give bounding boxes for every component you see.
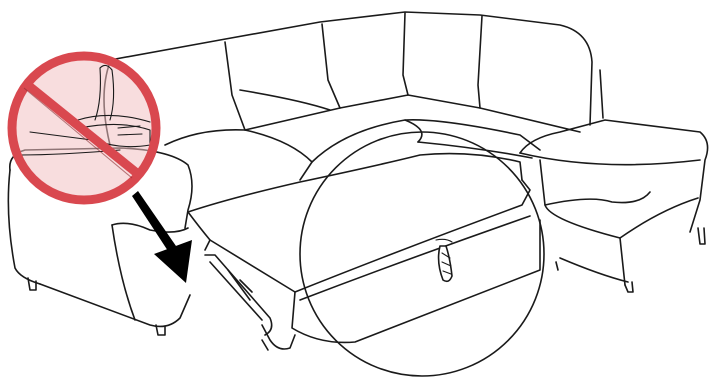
seat-cushions (165, 90, 540, 180)
ottoman (520, 120, 708, 292)
pull-strap-icon (436, 239, 452, 281)
pull-out-bed (188, 154, 540, 350)
back-cushions (104, 12, 603, 145)
prohibition-sign-icon (12, 56, 156, 200)
down-arrow-icon (132, 191, 192, 283)
